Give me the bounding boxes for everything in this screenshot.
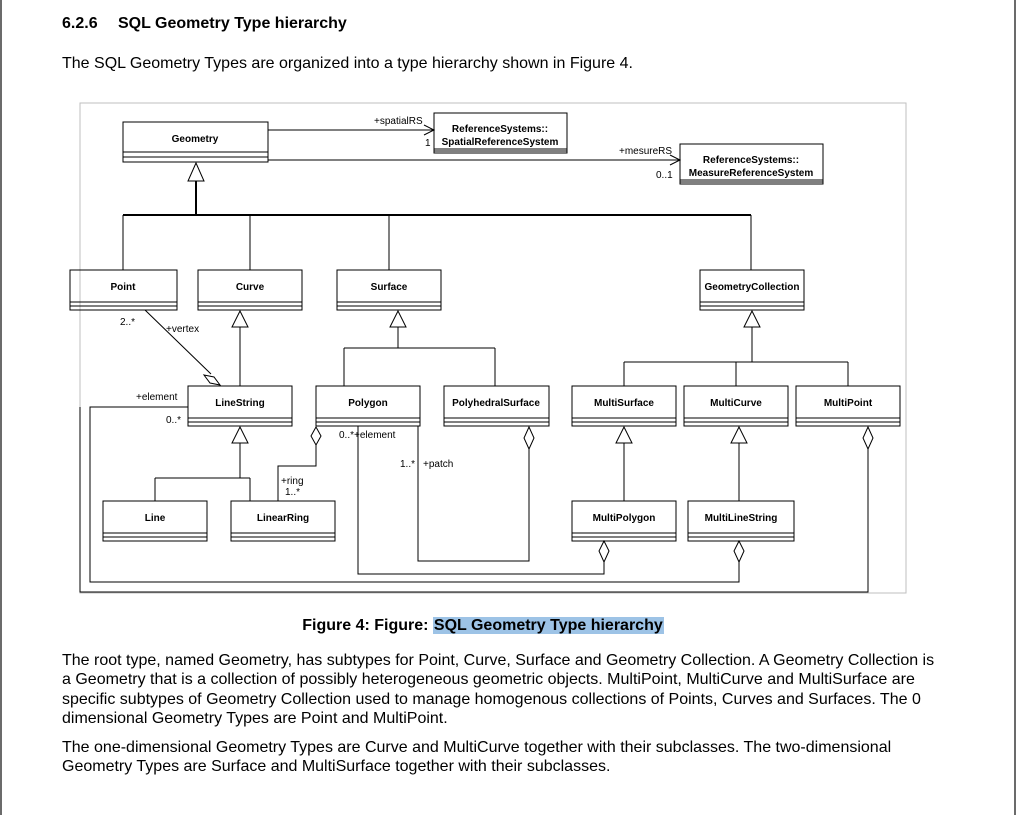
label-measure-rs-1: ReferenceSystems:: xyxy=(703,155,799,166)
label-multi-curve: MultiCurve xyxy=(710,398,762,409)
label-multi-point: MultiPoint xyxy=(824,398,873,409)
paragraph-1: The root type, named Geometry, has subty… xyxy=(62,652,935,727)
figure-caption: Figure 4: Figure: SQL Geometry Type hier… xyxy=(0,617,966,635)
gen-arrow-geometry xyxy=(187,161,205,182)
gen-arrow-surface xyxy=(389,309,407,328)
agg-diamond-multi-line-string xyxy=(733,539,745,564)
label-multi-surface: MultiSurface xyxy=(594,398,654,409)
caption-prefix: Figure 4: Figure: xyxy=(302,617,433,634)
label-geometry: Geometry xyxy=(172,134,219,145)
label-line-string: LineString xyxy=(215,398,264,409)
label-point: Point xyxy=(111,282,137,293)
agg-diamond-multi-point xyxy=(862,425,874,451)
gen-arrow-multi-curve xyxy=(730,425,748,444)
label-polyhedral-surface: PolyhedralSurface xyxy=(452,398,540,409)
gen-geometry xyxy=(122,180,752,270)
agg-diamond-multi-polygon xyxy=(598,539,610,564)
class-geometry xyxy=(122,121,269,163)
agg-diamond-vertex xyxy=(202,374,222,386)
class-polyhedral-surface xyxy=(443,385,550,427)
agg-diamond-polyhedral xyxy=(523,425,535,451)
label-multi-polygon: MultiPolygon xyxy=(593,513,656,524)
gen-surface xyxy=(343,327,496,386)
label-multi-line-string: MultiLineString xyxy=(705,513,778,524)
class-multi-line-string xyxy=(687,500,795,542)
role-spatial-rs: +spatialRS xyxy=(374,116,423,127)
assoc-polygon-element xyxy=(357,426,605,575)
mult-measure-rs: 0..1 xyxy=(656,170,673,181)
intro-paragraph: The SQL Geometry Types are organized int… xyxy=(62,55,633,72)
class-linear-ring xyxy=(230,500,336,542)
page-edge-left xyxy=(0,0,2,815)
mult-spatial-rs: 1 xyxy=(425,138,431,149)
label-geometry-collection: GeometryCollection xyxy=(704,282,799,293)
mult-patch: 1..* xyxy=(400,459,415,470)
role-element: +element xyxy=(136,392,178,403)
class-polygon xyxy=(315,385,421,427)
page-edge-right xyxy=(1014,0,1016,815)
assoc-spatial-rs xyxy=(268,124,436,136)
assoc-line-element xyxy=(89,406,740,583)
figure-frame xyxy=(79,102,907,594)
class-multi-polygon xyxy=(571,500,677,542)
class-measure-reference-system xyxy=(679,143,824,185)
assoc-vertex xyxy=(144,309,212,375)
label-curve: Curve xyxy=(236,282,265,293)
section-heading: 6.2.6 SQL Geometry Type hierarchy xyxy=(62,15,347,33)
caption-highlight: SQL Geometry Type hierarchy xyxy=(432,617,664,634)
gen-line-string xyxy=(154,443,251,501)
section-number: 6.2.6 xyxy=(62,15,98,32)
assoc-point-element xyxy=(79,407,869,593)
mult-element: 0..* xyxy=(166,415,181,426)
gen-arrow-geometry-collection xyxy=(743,309,761,328)
paragraph-2: The one-dimensional Geometry Types are C… xyxy=(62,739,892,776)
mult-vertex: 2..* xyxy=(120,317,135,328)
assoc-measure-rs xyxy=(268,154,682,166)
polygon-element: 0..*+element xyxy=(339,430,396,441)
role-measure-rs: +mesureRS xyxy=(619,146,672,157)
gen-arrow-line-string xyxy=(231,425,249,444)
assoc-ring xyxy=(277,445,317,501)
label-linear-ring: LinearRing xyxy=(257,513,309,524)
role-ring: +ring xyxy=(281,476,304,487)
gen-arrow-multi-surface xyxy=(615,425,633,444)
role-patch: +patch xyxy=(423,459,453,470)
label-surface: Surface xyxy=(371,282,408,293)
class-spatial-reference-system xyxy=(433,112,568,154)
role-vertex: +vertex xyxy=(166,324,199,335)
gen-arrow-curve xyxy=(231,309,249,328)
agg-diamond-polygon-ring xyxy=(310,425,322,447)
label-spatial-rs-1: ReferenceSystems:: xyxy=(452,124,548,135)
label-line: Line xyxy=(145,513,166,524)
label-spatial-rs-2: SpatialReferenceSystem xyxy=(442,137,559,148)
label-measure-rs-2: MeasureReferenceSystem xyxy=(689,168,814,179)
gen-geometry-collection xyxy=(623,327,849,386)
mult-ring: 1..* xyxy=(285,487,300,498)
section-title: SQL Geometry Type hierarchy xyxy=(118,15,347,32)
label-polygon: Polygon xyxy=(348,398,387,409)
assoc-patch xyxy=(417,426,530,562)
